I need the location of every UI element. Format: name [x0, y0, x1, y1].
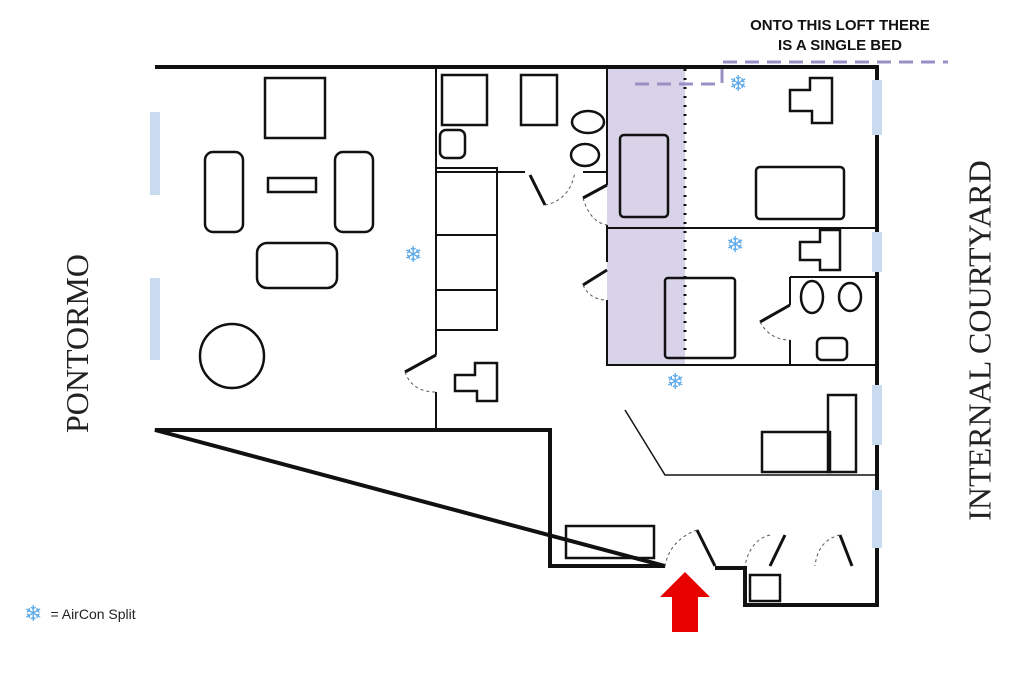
fireplace-icon: [263, 76, 327, 140]
single-bed-icon: [618, 133, 670, 219]
coffee-table-icon: [266, 176, 318, 194]
kitchen-counter-icon: [760, 430, 832, 474]
bidet-icon: [799, 279, 825, 315]
furniture: [198, 73, 863, 603]
dining-table-icon: [198, 322, 266, 390]
stairs-icon: [453, 361, 499, 403]
sofa-icon: [333, 150, 375, 234]
snowflake-icon: ❄: [404, 242, 423, 267]
snowflake-icon: ❄: [24, 601, 43, 626]
snowflake-icon: ❄: [666, 369, 685, 394]
loft-note-line2: IS A SINGLE BED: [778, 37, 902, 54]
loft-area-upper: [607, 69, 685, 228]
sofa-icon: [255, 241, 339, 290]
loft-callout-line: [635, 60, 948, 86]
washing-machine-icon: [440, 73, 489, 127]
double-bed-icon: [663, 276, 737, 360]
loft-note: ONTO THIS LOFT THERE IS A SINGLE BED: [700, 16, 980, 56]
stairs-icon: [798, 228, 842, 272]
sink-icon: [438, 128, 467, 160]
snowflake-icon: ❄: [726, 232, 745, 257]
loft-area-lower: [607, 228, 685, 365]
cleaning-icon: [748, 573, 782, 603]
fridge-icon: [826, 393, 858, 474]
sink-icon: [815, 336, 849, 362]
legend-text: = AirCon Split: [50, 606, 136, 622]
snowflake-icon: ❄: [729, 71, 748, 96]
stairs-icon: [788, 76, 834, 125]
console-table-icon: [564, 524, 656, 560]
label-pontormo: PONTORMO: [59, 254, 95, 433]
shower-icon: [519, 73, 559, 127]
windows: [150, 80, 882, 548]
doors: [404, 174, 854, 567]
sofa-icon: [203, 150, 245, 234]
bed-icon: [754, 165, 846, 221]
toilet-icon: [837, 281, 863, 313]
toilet-icon: [569, 142, 601, 168]
entrance-arrow-icon: [660, 572, 710, 632]
loft-note-line1: ONTO THIS LOFT THERE: [750, 17, 930, 34]
label-internal-courtyard: INTERNAL COURTYARD: [961, 160, 998, 521]
walls: [154, 65, 879, 607]
legend: ❄ = AirCon Split: [24, 603, 136, 625]
bidet-icon: [570, 109, 606, 135]
